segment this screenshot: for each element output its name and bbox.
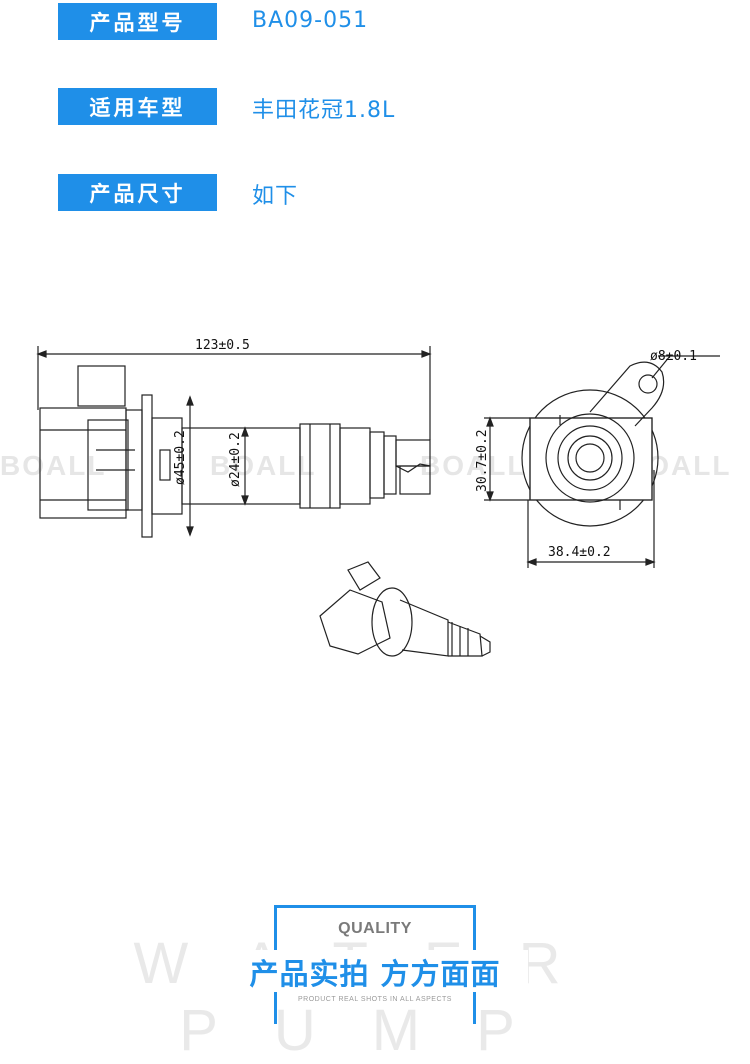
dim-height-text: 30.7±0.2 bbox=[475, 429, 490, 492]
label-model: 产品型号 bbox=[58, 3, 217, 40]
quality-title: 产品实拍 方方面面 bbox=[249, 957, 501, 991]
dim-width-text: 38.4±0.2 bbox=[548, 545, 611, 560]
value-model: BA09-051 bbox=[252, 8, 369, 33]
label-size: 产品尺寸 bbox=[58, 174, 217, 211]
dim-hole-text: ø8±0.1 bbox=[650, 349, 697, 364]
quality-subtitle: PRODUCT REAL SHOTS IN ALL ASPECTS bbox=[298, 996, 452, 1003]
dim-length-text: 123±0.5 bbox=[195, 338, 250, 353]
value-vehicle: 丰田花冠1.8L bbox=[252, 98, 396, 123]
dim-body-text: ø24±0.2 bbox=[228, 432, 243, 487]
dim-flange-text: ø45±0.2 bbox=[173, 430, 188, 485]
label-vehicle: 适用车型 bbox=[58, 88, 217, 125]
flange bbox=[141, 394, 153, 538]
connector-top bbox=[77, 365, 126, 407]
watermark-2: BOALL bbox=[210, 450, 316, 481]
quality-title-background bbox=[222, 950, 528, 992]
isometric-sketch bbox=[319, 561, 491, 657]
technical-drawing: BOALL BOALL BOALL BOALL bbox=[0, 338, 729, 657]
mounting-hole bbox=[638, 374, 658, 394]
mounting-ear bbox=[589, 361, 665, 427]
end-view-body bbox=[521, 389, 659, 527]
watermark-3: BOALL bbox=[420, 450, 526, 481]
quality-badge: QUALITY bbox=[338, 920, 412, 937]
value-size: 如下 bbox=[252, 184, 299, 209]
watermark-1: BOALL bbox=[0, 450, 106, 481]
